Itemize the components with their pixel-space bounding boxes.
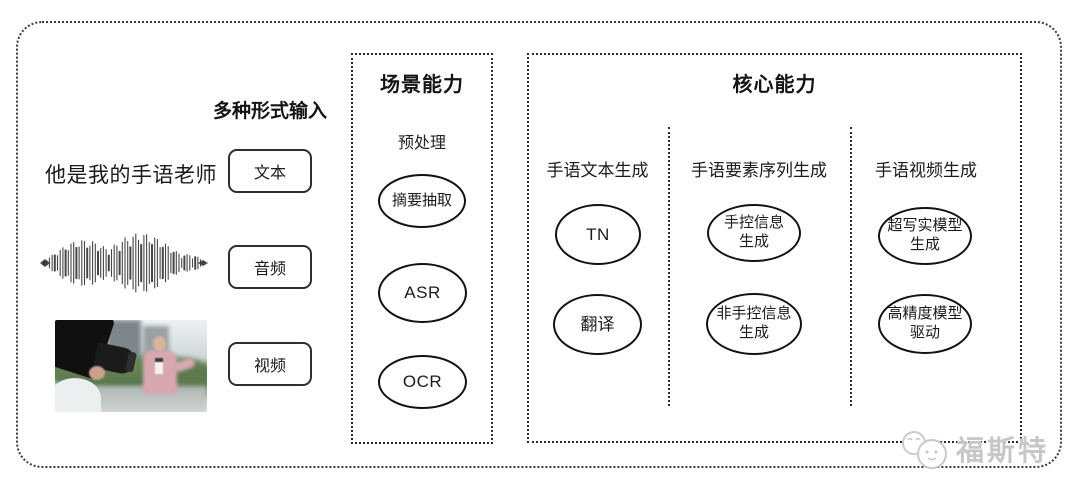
watermark: 福斯特	[898, 428, 1049, 470]
node-hyper-realistic-model-generation: 超写实模型 生成	[878, 207, 972, 265]
node-summary-extraction: 摘要抽取	[378, 174, 466, 228]
node-non-manual-info-generation: 非手控信息 生成	[706, 293, 802, 355]
core-capability-title: 核心能力	[732, 74, 817, 96]
node-ocr: OCR	[378, 355, 467, 409]
scene-capability-box: 场景能力	[351, 53, 493, 444]
input-section-label: 多种形式输入	[212, 101, 327, 122]
video-thumbnail	[55, 320, 207, 412]
column-divider	[850, 127, 852, 406]
node-asr: ASR	[378, 263, 467, 323]
input-type-audio-label: 音频	[253, 261, 286, 278]
thumb-microphone	[155, 358, 163, 374]
watermark-text: 福斯特	[956, 435, 1050, 466]
column-header-sign-element-sequence-generation: 手语要素序列生成	[691, 161, 827, 180]
input-type-text-box: 文本	[228, 149, 312, 193]
input-type-text-label: 文本	[253, 165, 286, 182]
mascot-icon	[902, 431, 947, 469]
outer-dotted-frame	[16, 21, 1062, 468]
thumb-cameraman-hand	[89, 366, 105, 380]
column-header-sign-text-generation: 手语文本生成	[546, 161, 649, 180]
node-high-precision-model-driving: 高精度模型 驱动	[878, 294, 972, 354]
node-translation: 翻译	[553, 294, 642, 355]
scene-capability-title: 场景能力	[380, 74, 464, 96]
thumb-reporter-head	[153, 336, 166, 351]
input-type-video-box: 视频	[228, 342, 312, 386]
core-capability-box: 核心能力	[527, 53, 1022, 443]
preprocess-label: 预处理	[397, 135, 446, 152]
column-divider	[668, 127, 670, 406]
column-header-sign-video-generation: 手语视频生成	[875, 161, 977, 180]
audio-waveform-icon	[40, 233, 208, 293]
input-type-audio-box: 音频	[228, 245, 312, 289]
node-tn: TN	[555, 204, 641, 265]
sample-sentence-text: 他是我的手语老师	[45, 164, 217, 187]
node-manual-info-generation: 手控信息 生成	[707, 204, 801, 262]
input-type-video-label: 视频	[253, 358, 286, 375]
thumb-cameraman-shoulder	[55, 378, 101, 412]
